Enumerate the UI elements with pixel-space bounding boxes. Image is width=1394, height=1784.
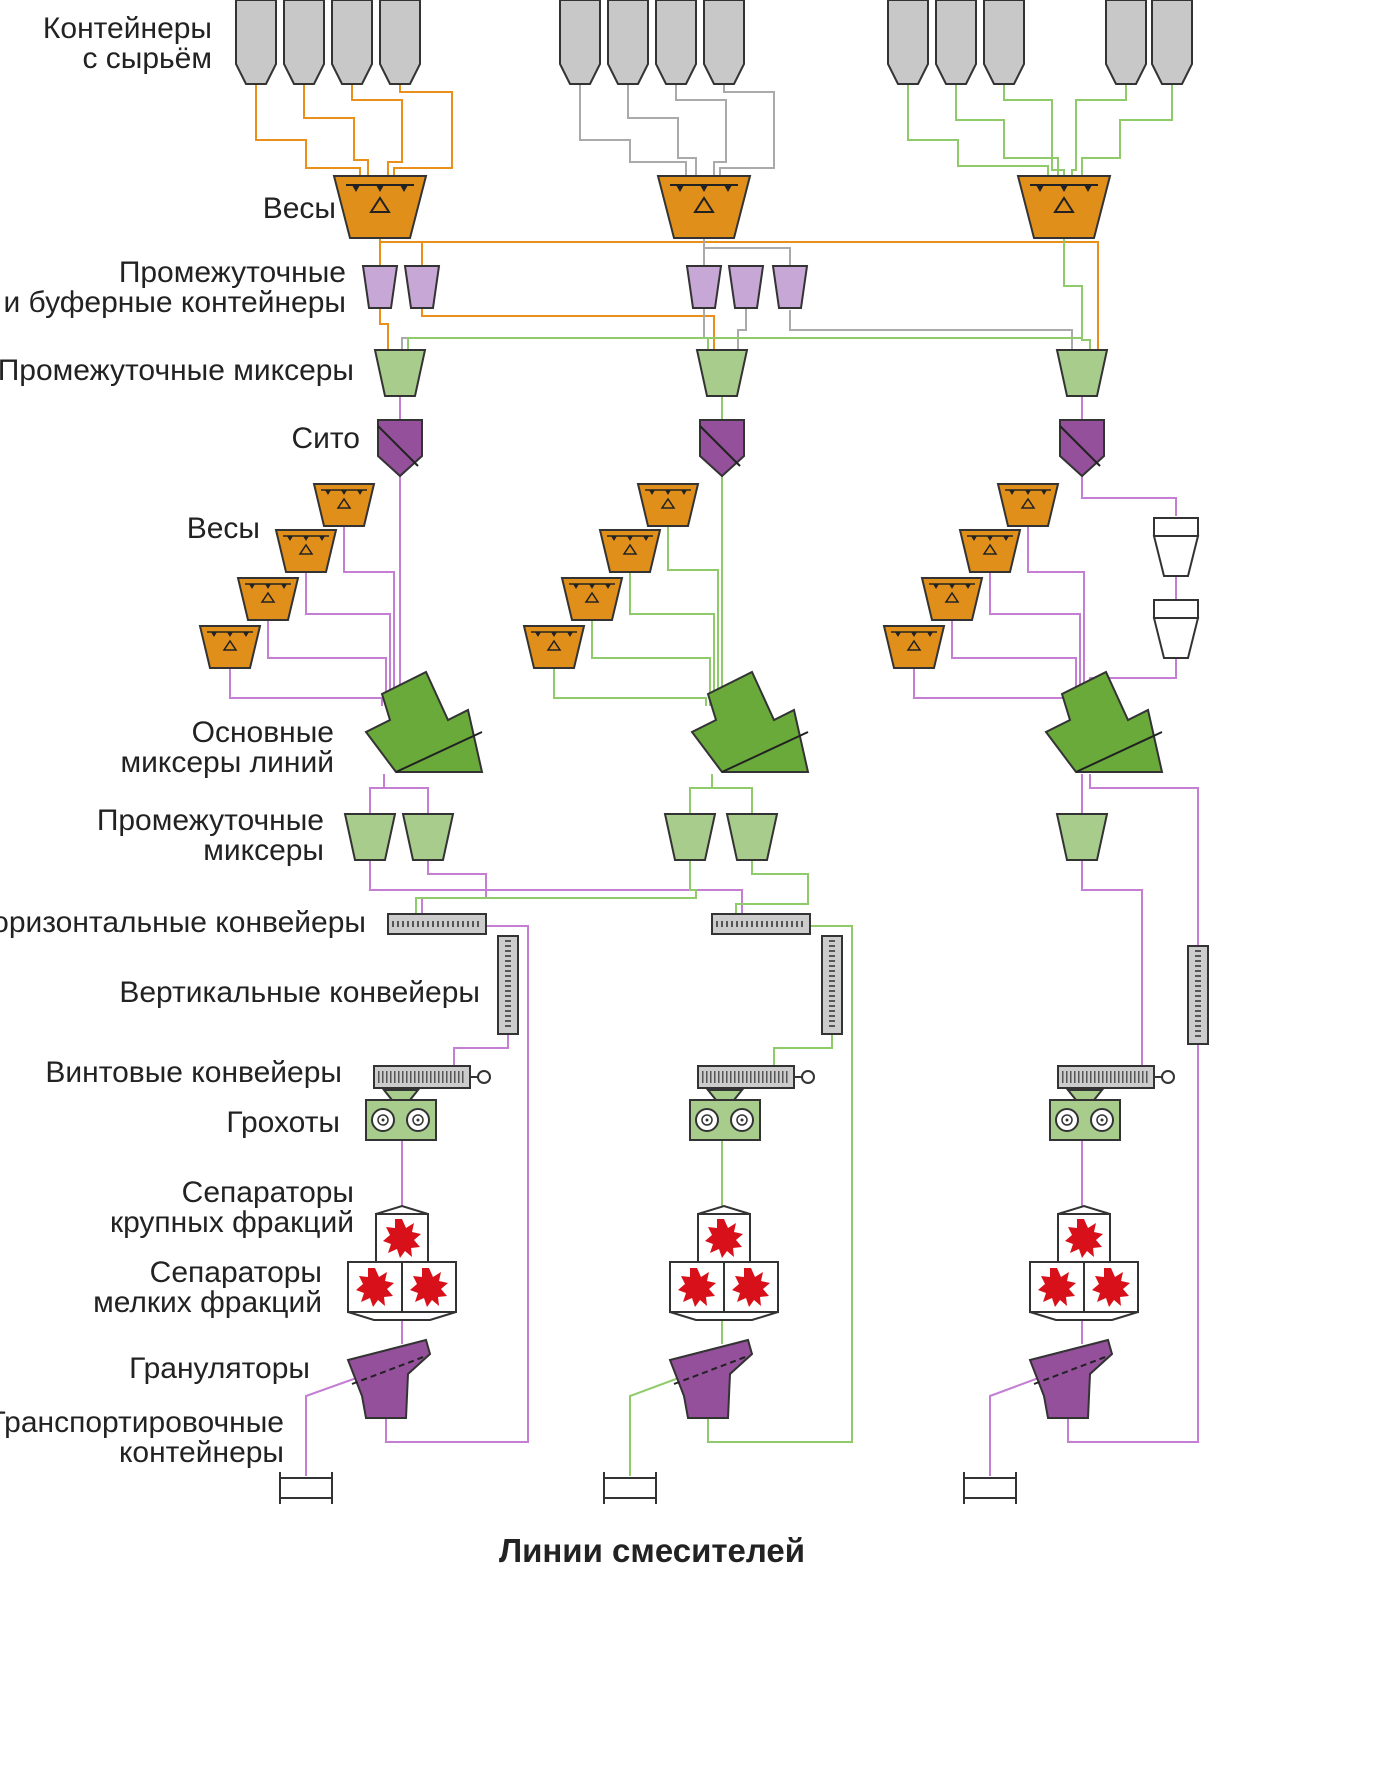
separator-icon — [670, 1206, 778, 1320]
label-fine-sep-1: Сепараторы — [150, 1256, 322, 1289]
scale-icon — [959, 529, 1021, 573]
label-sieve: Сито — [291, 422, 360, 455]
conveyor-icon — [374, 1066, 490, 1088]
scale-icon — [997, 483, 1059, 527]
label-main-mixers-2: миксеры линий — [121, 746, 334, 779]
buffer-container-icon — [686, 265, 722, 309]
conveyor-icon — [388, 914, 486, 934]
scale-icon — [921, 577, 983, 621]
white-hopper-icon — [1153, 517, 1199, 577]
buffer-container-icon — [772, 265, 808, 309]
silo-icon — [379, 0, 421, 85]
scale-icon — [199, 625, 261, 669]
silo-icon — [1151, 0, 1193, 85]
conveyor-icon — [712, 914, 810, 934]
transport-container-icon — [603, 1471, 657, 1505]
silo-icon — [935, 0, 977, 85]
mixer-icon — [696, 349, 748, 397]
separator-icon — [348, 1206, 456, 1320]
buffer-container-icon — [728, 265, 764, 309]
label-coarse-sep-1: Сепараторы — [182, 1176, 354, 1209]
conveyor-icon — [498, 936, 518, 1034]
label-coarse-sep-2: крупных фракций — [110, 1206, 354, 1239]
label-buffer-2: и буферные контейнеры — [3, 286, 346, 319]
silo-icon — [655, 0, 697, 85]
silo-icon — [283, 0, 325, 85]
silo-icon — [703, 0, 745, 85]
label-transport-1: Транспортировочные — [0, 1406, 284, 1439]
label-screw-conveyors: Винтовые конвейеры — [45, 1056, 342, 1089]
scale-icon — [523, 625, 585, 669]
scale-icon — [883, 625, 945, 669]
scale-icon — [313, 483, 375, 527]
label-scales-top: Весы — [263, 192, 336, 225]
label-inter-mixers-top: Промежуточные миксеры — [0, 354, 354, 387]
silo-group-1 — [235, 0, 421, 85]
transport-container-icon — [963, 1471, 1017, 1505]
label-granulators: Грануляторы — [129, 1352, 310, 1385]
transport-container-icon — [279, 1471, 333, 1505]
granulator-icon — [347, 1339, 431, 1419]
silo-icon — [887, 0, 929, 85]
mixer-icon — [374, 349, 426, 397]
label-h-conveyors: Горизонтальные конвейеры — [0, 906, 366, 939]
silo-icon — [983, 0, 1025, 85]
label-transport-2: контейнеры — [119, 1436, 284, 1469]
screen-icon — [1049, 1089, 1121, 1141]
label-containers-1: Контейнеры — [43, 12, 212, 45]
mixer-icon — [1056, 349, 1108, 397]
silo-icon — [559, 0, 601, 85]
labels: Контейнеры с сырьём Весы Промежуточные и… — [0, 12, 805, 1569]
sieve-icon — [377, 419, 423, 477]
silo-icon — [1105, 0, 1147, 85]
mixer-icon — [726, 813, 778, 861]
scale-icon — [237, 577, 299, 621]
conveyor-icon — [822, 936, 842, 1034]
conveyor-icon — [1058, 1066, 1174, 1088]
label-fine-sep-2: мелких фракций — [93, 1286, 322, 1319]
label-screens: Грохоты — [226, 1106, 340, 1139]
silo-icon — [331, 0, 373, 85]
label-scales-mid: Весы — [187, 512, 260, 545]
scale-icon — [637, 483, 699, 527]
diagram-title: Линии смесителей — [499, 1532, 805, 1569]
conveyor-icon — [1188, 946, 1208, 1044]
granulator-icon — [1029, 1339, 1113, 1419]
label-v-conveyors: Вертикальные конвейеры — [119, 976, 480, 1009]
buffer-container-icon — [404, 265, 440, 309]
sieve-icon — [1059, 419, 1105, 477]
scale-icon — [275, 529, 337, 573]
main-mixer-icon — [1045, 671, 1163, 773]
silo-icon — [607, 0, 649, 85]
screen-icon — [365, 1089, 437, 1141]
granulator-icon — [669, 1339, 753, 1419]
label-inter-mixers-mid-2: миксеры — [203, 834, 324, 867]
conveyor-icon — [698, 1066, 814, 1088]
scale-icon — [599, 529, 661, 573]
label-buffer-1: Промежуточные — [119, 256, 346, 289]
silo-icon — [235, 0, 277, 85]
scale-icon — [561, 577, 623, 621]
mixer-icon — [1056, 813, 1108, 861]
mixer-icon — [402, 813, 454, 861]
main-mixer-icon — [365, 671, 483, 773]
connection-lines — [229, 84, 1199, 1476]
silo-group-2 — [559, 0, 745, 85]
white-hopper-icon — [1153, 599, 1199, 659]
label-containers-2: с сырьём — [82, 42, 212, 75]
label-main-mixers-1: Основные — [192, 716, 334, 749]
scale-icon — [333, 175, 427, 239]
scale-icon — [1017, 175, 1111, 239]
screen-icon — [689, 1089, 761, 1141]
silo-group-3 — [887, 0, 1193, 85]
separator-icon — [1030, 1206, 1138, 1320]
mixer-icon — [664, 813, 716, 861]
mixer-icon — [344, 813, 396, 861]
buffer-container-icon — [362, 265, 398, 309]
label-inter-mixers-mid-1: Промежуточные — [97, 804, 324, 837]
scale-icon — [657, 175, 751, 239]
sieve-icon — [699, 419, 745, 477]
